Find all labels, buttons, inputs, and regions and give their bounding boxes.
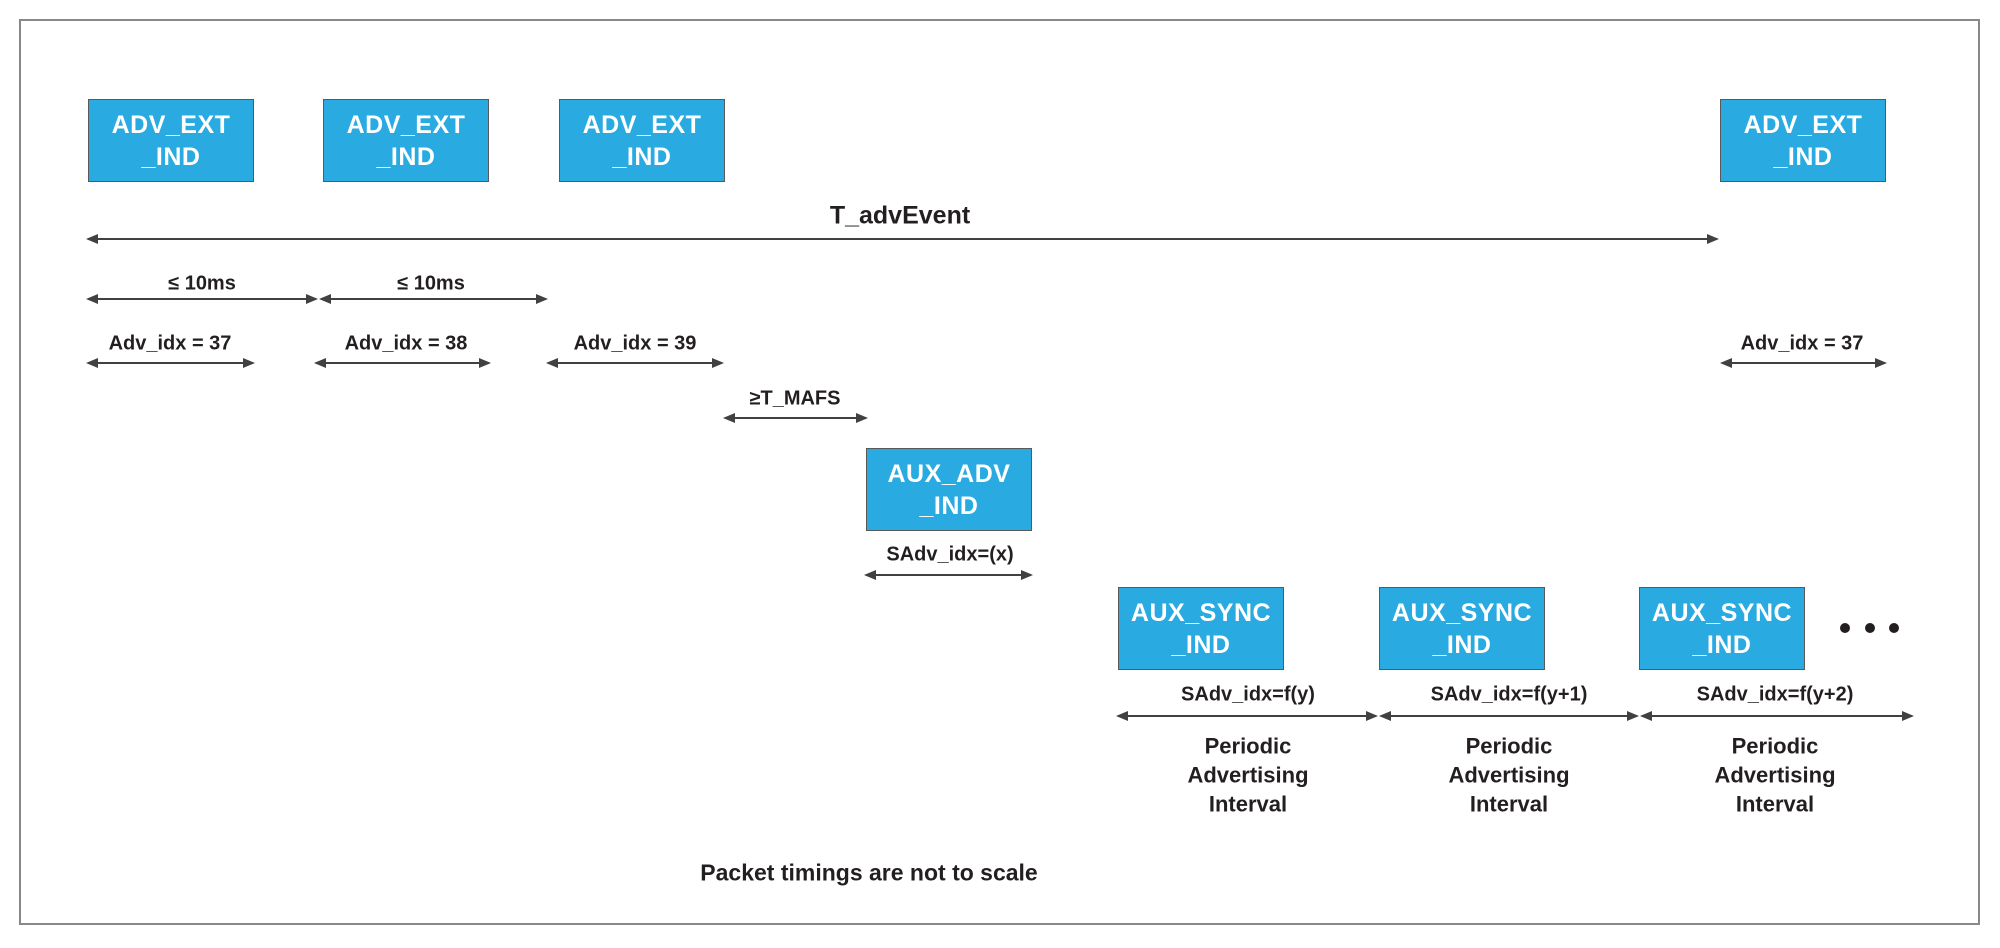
periodic-interval-label-3: Periodic Advertising Interval — [1714, 733, 1836, 817]
adv-idx-arrow-3 — [546, 358, 724, 368]
sadv-idx-fy-label-1: SAdv_idx=f(y) — [1181, 683, 1315, 706]
adv-ext-ind-box-4: ADV_EXT _IND — [1720, 99, 1886, 182]
aux-sync-ind-box-3: AUX_SYNC _IND — [1639, 587, 1805, 670]
aux-sync-ind-box-1: AUX_SYNC _IND — [1118, 587, 1284, 670]
diagram-frame — [19, 19, 1980, 925]
sadv-idx-fy-label-3: SAdv_idx=f(y+2) — [1696, 683, 1854, 706]
ellipsis-dot-3 — [1889, 623, 1899, 633]
adv-idx-arrow-4 — [1720, 358, 1887, 368]
sadv-idx-x-label: SAdv_idx=(x) — [886, 543, 1014, 566]
sadv-idx-fy-label-2: SAdv_idx=f(y+1) — [1430, 683, 1588, 706]
adv-ext-ind-box-2: ADV_EXT _IND — [323, 99, 489, 182]
aux-sync-ind-box-2: AUX_SYNC _IND — [1379, 587, 1545, 670]
le-10ms-label-2: ≤ 10ms — [397, 272, 465, 295]
aux-adv-ind-box: AUX_ADV _IND — [866, 448, 1032, 531]
sadv-idx-x-arrow — [864, 570, 1033, 580]
t-mafs-label: ≥T_MAFS — [749, 387, 841, 410]
adv-ext-ind-box-1: ADV_EXT _IND — [88, 99, 254, 182]
adv-ext-ind-box-3: ADV_EXT _IND — [559, 99, 725, 182]
periodic-interval-label-2: Periodic Advertising Interval — [1448, 733, 1570, 817]
periodic-interval-label-1: Periodic Advertising Interval — [1187, 733, 1309, 817]
t-advevent-label: T_advEvent — [829, 201, 971, 230]
adv-idx-label-3: Adv_idx = 39 — [573, 332, 697, 355]
adv-idx-label-1: Adv_idx = 37 — [108, 332, 232, 355]
le-10ms-arrow-1 — [86, 294, 318, 304]
adv-idx-label-2: Adv_idx = 38 — [344, 332, 468, 355]
periodic-interval-arrow-2 — [1379, 711, 1639, 721]
le-10ms-arrow-2 — [319, 294, 548, 304]
periodic-interval-arrow-3 — [1640, 711, 1914, 721]
adv-idx-label-4: Adv_idx = 37 — [1740, 332, 1864, 355]
adv-idx-arrow-1 — [86, 358, 255, 368]
adv-idx-arrow-2 — [314, 358, 491, 368]
periodic-interval-arrow-1 — [1116, 711, 1378, 721]
le-10ms-label-1: ≤ 10ms — [168, 272, 236, 295]
footnote: Packet timings are not to scale — [700, 859, 1038, 886]
ellipsis-dot-2 — [1865, 623, 1875, 633]
t-advevent-arrow — [86, 234, 1719, 244]
ellipsis-dot-1 — [1840, 623, 1850, 633]
t-mafs-arrow — [723, 413, 868, 423]
